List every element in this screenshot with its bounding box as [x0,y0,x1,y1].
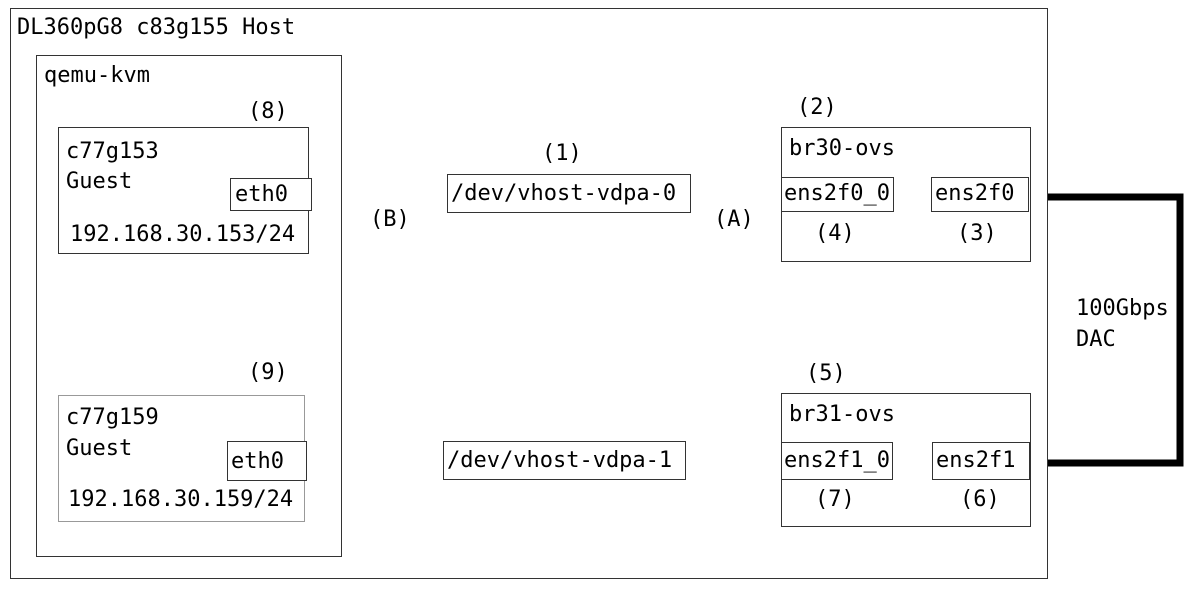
bridge30-port-rep-label: ens2f0_0 [784,181,890,206]
bridge31-uplink-box [932,442,1030,480]
vdpa0-label: /dev/vhost-vdpa-0 [451,181,677,206]
guest1-name: c77g153 [66,139,159,164]
bridge30-port-rep-box [781,177,894,212]
guest2-name: c77g159 [66,405,159,430]
bridge31-port-rep-label: ens2f1_0 [784,448,890,473]
bridge30-uplink-label: ens2f0 [935,181,1015,206]
guest1-role: Guest [66,169,133,194]
host-title: DL360pG8 c83g155 Host [17,15,296,40]
bridge31-uplink-number: (6) [960,487,1000,512]
bridge30-name: br30-ovs [789,136,895,161]
bridge30-uplink-box [931,177,1029,212]
bridge31-name: br31-ovs [789,402,895,427]
guest2-eth0-label: eth0 [231,449,284,474]
bridge30-number: (2) [797,95,837,120]
guest2-ip: 192.168.30.159/24 [68,487,294,512]
guest2-role: Guest [66,436,133,461]
guest2-number: (9) [248,360,288,385]
guest1-number: (8) [248,99,288,124]
bridge31-uplink-label: ens2f1 [936,448,1016,473]
vdpa1-label: /dev/vhost-vdpa-1 [447,448,673,473]
bridge31-port-rep-number: (7) [815,487,855,512]
bridge30-port-rep-number: (4) [815,221,855,246]
vdpa0-box [447,174,691,213]
vdpa1-box [443,441,686,480]
guest1-ip: 192.168.30.153/24 [70,222,296,247]
bridge31-port-rep-box [781,442,893,480]
link-a-label: (A) [714,207,754,232]
bridge31-number: (5) [806,361,846,386]
qemu-kvm-title: qemu-kvm [44,63,150,88]
bridge30-uplink-number: (3) [957,221,997,246]
guest1-eth0-label: eth0 [235,182,288,207]
vdpa0-number: (1) [542,141,582,166]
guest1-eth0-box [230,178,312,211]
dac-cable [1028,193,1184,467]
guest2-eth0-box [227,441,307,481]
dac-label-line1: 100Gbps [1076,296,1169,321]
link-b-label: (B) [370,207,410,232]
dac-label-line2: DAC [1076,327,1116,352]
